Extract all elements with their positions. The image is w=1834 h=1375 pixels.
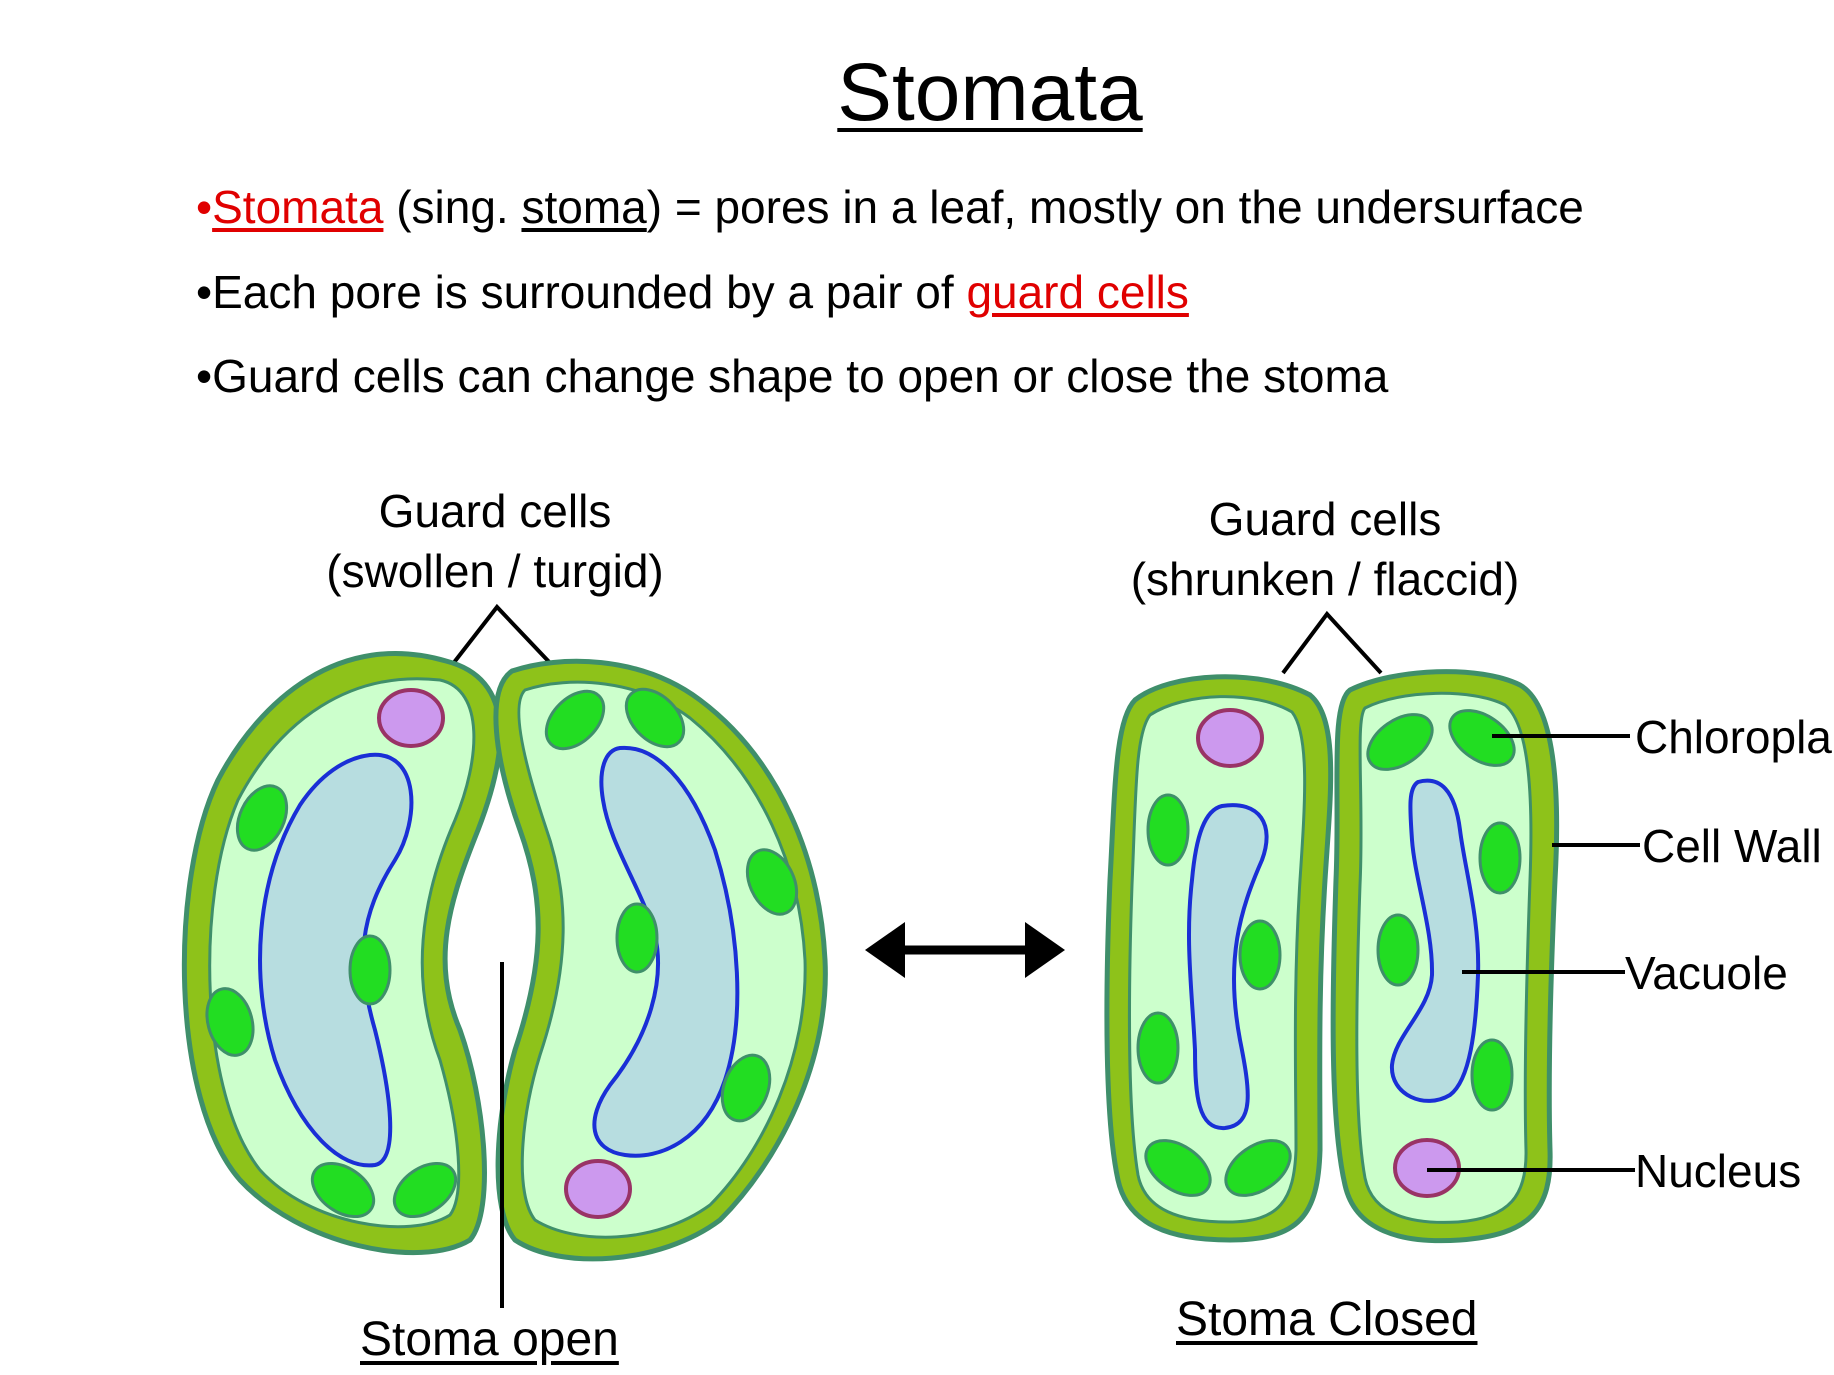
chloroplast	[624, 687, 686, 749]
chloroplast	[1470, 1038, 1514, 1112]
open-stoma	[181, 603, 828, 1308]
chloroplast	[205, 987, 255, 1057]
cell-wall-label: Cell Wall	[1642, 820, 1822, 872]
closed-guard-cells-label: Guard cells	[1208, 493, 1442, 545]
chloroplast	[348, 934, 392, 1006]
bullet-shape-change: •Guard cells can change shape to open or…	[196, 349, 1388, 403]
closed-right-guard-cell	[1330, 669, 1560, 1244]
vacuole	[1389, 778, 1481, 1103]
chloroplast	[1478, 821, 1522, 895]
closed-label-pointer	[1281, 610, 1383, 675]
chloroplast	[235, 784, 289, 852]
bullet-guard-cells: •Each pore is surrounded by a pair of gu…	[196, 265, 1189, 319]
nucleus	[377, 688, 445, 748]
open-right-guard-cell	[493, 658, 828, 1262]
chloroplast	[310, 1161, 376, 1219]
bullet-marker: •	[196, 266, 213, 318]
open-guard-cells-label: Guard cells	[378, 485, 612, 537]
bullet-text: ) = pores in a leaf, mostly on the under…	[646, 181, 1584, 233]
open-left-guard-cell	[181, 650, 503, 1256]
chloroplast	[720, 1053, 772, 1123]
chloroplast	[1136, 1011, 1180, 1085]
bullet-marker: •	[196, 181, 213, 233]
nucleus	[1196, 708, 1264, 768]
chloroplast	[1238, 919, 1282, 991]
chloroplast	[1144, 1139, 1212, 1197]
bullet-text: Each pore is surrounded by a pair of	[212, 266, 967, 318]
term-guard-cells: guard cells	[966, 266, 1189, 318]
bullet-text: Guard cells can change shape to open or …	[212, 350, 1389, 402]
chloroplast	[392, 1161, 458, 1219]
double-arrow	[865, 922, 1065, 978]
chloroplast	[1224, 1139, 1292, 1197]
chloroplast-label: Chloropla	[1635, 711, 1832, 763]
vacuole-label: Vacuole	[1625, 947, 1788, 999]
chloroplast	[745, 848, 799, 916]
closed-stoma-caption: Stoma Closed	[1176, 1293, 1478, 1346]
chloroplast	[1376, 913, 1420, 987]
closed-stoma	[1104, 610, 1640, 1244]
page-title: Stomata	[837, 47, 1143, 138]
chloroplast	[615, 902, 659, 974]
bullet-stomata-definition: •Stomata (sing. stoma) = pores in a leaf…	[196, 180, 1584, 234]
closed-guard-cells-state: (shrunken / flaccid)	[1130, 553, 1520, 605]
vacuole	[1187, 803, 1269, 1131]
closed-left-guard-cell	[1104, 674, 1334, 1243]
chloroplast	[1448, 709, 1516, 767]
open-guard-cells-state: (swollen / turgid)	[326, 545, 664, 597]
bullet-text: (sing.	[383, 181, 522, 233]
bullet-marker: •	[196, 350, 213, 402]
term-stomata: Stomata	[212, 181, 384, 233]
open-label-pointer	[450, 603, 554, 667]
nucleus-label: Nucleus	[1635, 1145, 1802, 1197]
chloroplast	[1366, 713, 1434, 771]
nucleus	[564, 1159, 632, 1219]
term-stoma: stoma	[521, 181, 647, 233]
chloroplast	[1146, 793, 1190, 867]
chloroplast	[544, 689, 606, 751]
vacuole	[592, 745, 740, 1158]
vacuole	[258, 752, 414, 1168]
open-stoma-caption: Stoma open	[360, 1313, 619, 1366]
